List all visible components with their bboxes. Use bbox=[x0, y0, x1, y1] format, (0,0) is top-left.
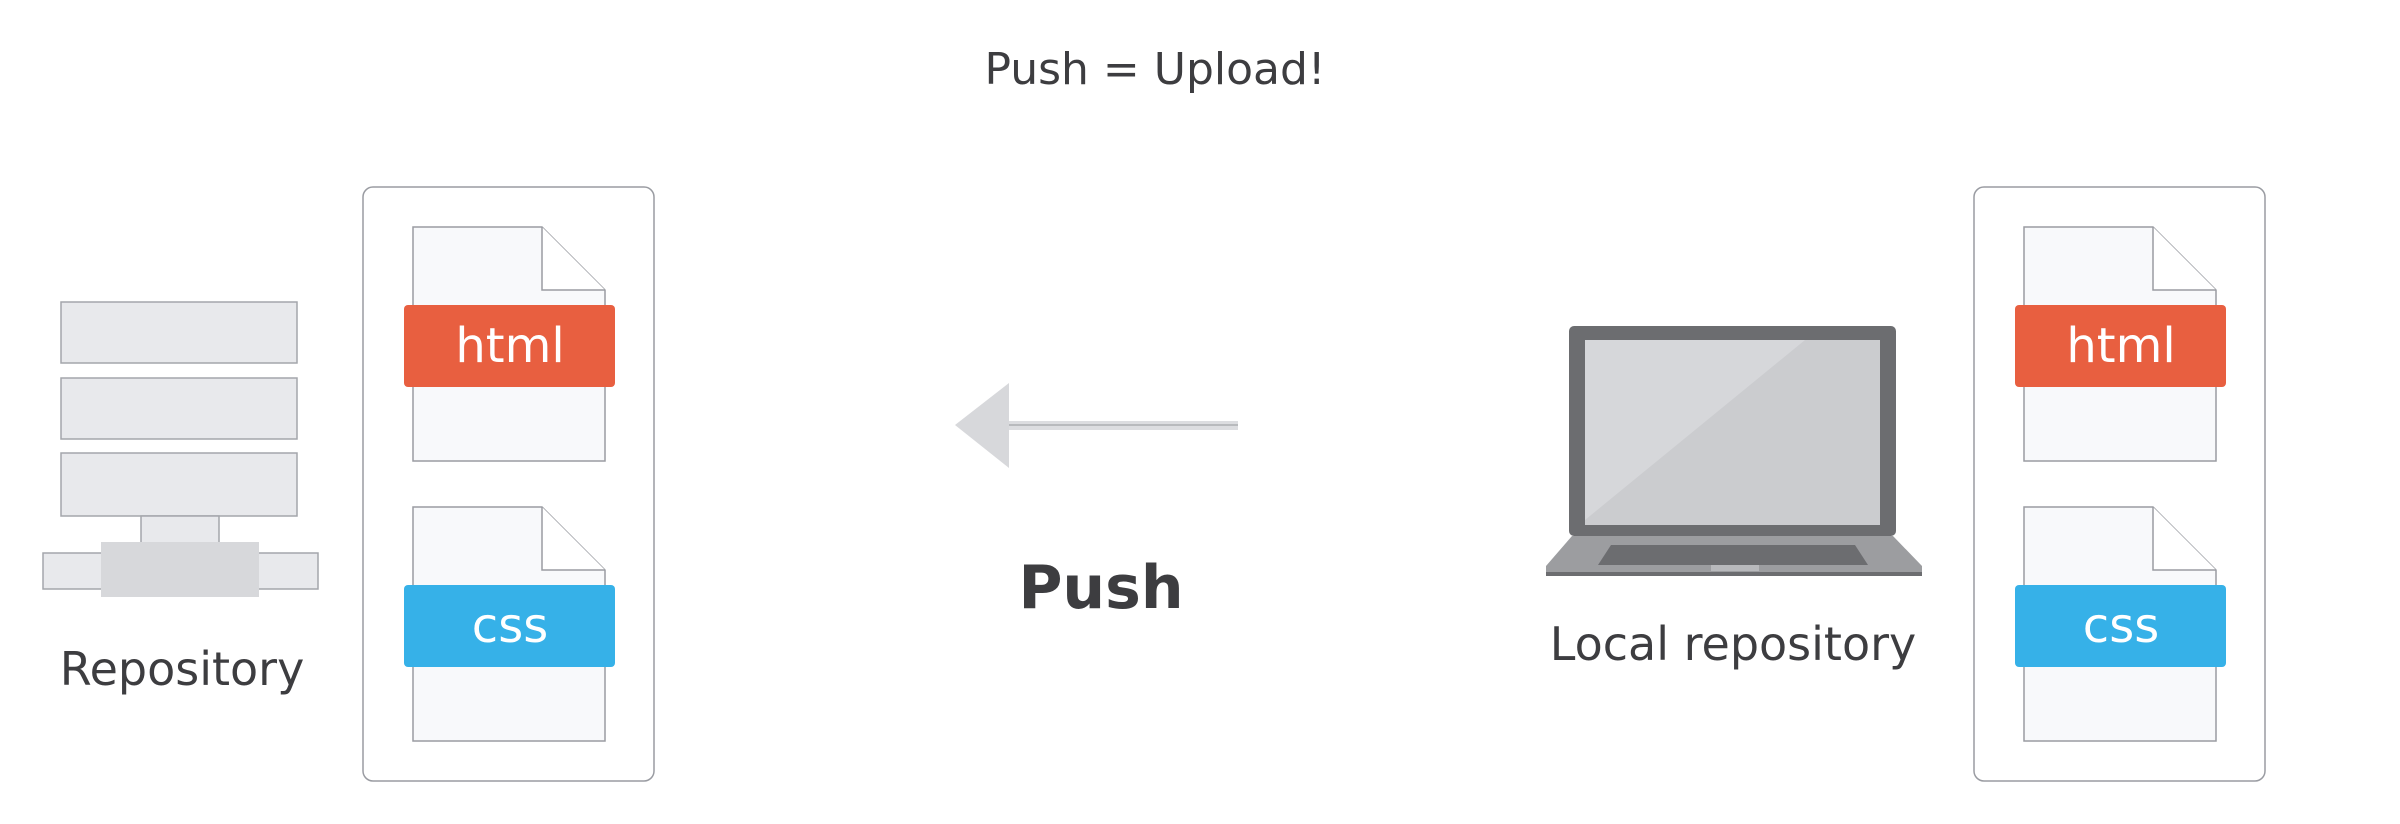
server-icon bbox=[42, 301, 319, 597]
diagram-title: Push = Upload! bbox=[984, 44, 1325, 95]
local-repository-label: Local repository bbox=[1550, 617, 1916, 671]
remote-html-file-label: html bbox=[455, 318, 564, 374]
local-html-file-label: html bbox=[2066, 318, 2175, 374]
push-label: Push bbox=[1018, 553, 1183, 623]
arrow-left-icon bbox=[955, 383, 1238, 468]
remote-files-panel: html css bbox=[362, 186, 655, 782]
html-file-badge bbox=[404, 305, 615, 387]
css-file-badge bbox=[2015, 585, 2226, 667]
remote-repository-label: Repository bbox=[60, 642, 305, 696]
html-file-badge bbox=[2015, 305, 2226, 387]
remote-css-file-label: css bbox=[472, 598, 548, 654]
css-file-badge bbox=[404, 585, 615, 667]
local-css-file-label: css bbox=[2083, 598, 2159, 654]
local-files-panel: html css bbox=[1973, 186, 2266, 782]
laptop-icon bbox=[1546, 326, 1922, 576]
